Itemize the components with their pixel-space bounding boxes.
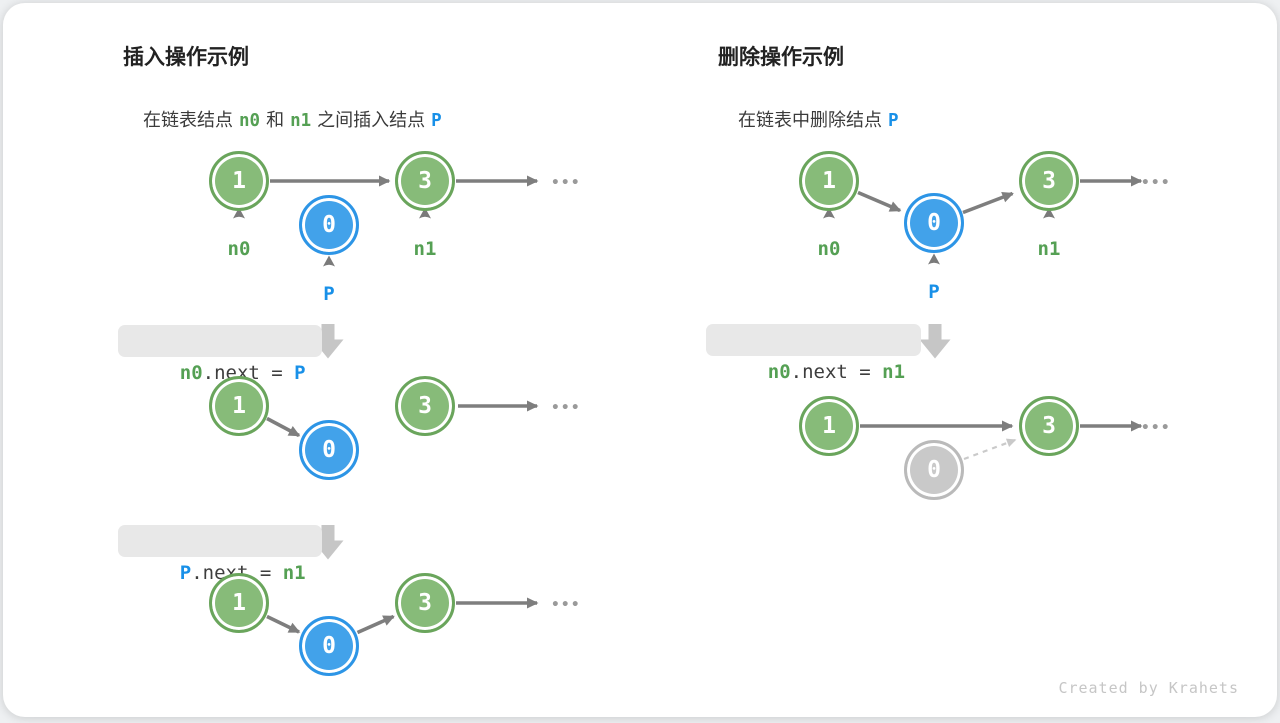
pointer-caret-icon [323,256,335,267]
p-ref: P [431,111,442,131]
delete-section-subtitle: 在链表中删除结点 P [718,84,905,157]
list-node-1: 1 [799,396,859,456]
ellipsis: ••• [551,598,581,612]
subtitle-text: 在链表结点 [143,110,233,130]
ellipsis: ••• [551,176,581,190]
insert-section-subtitle: 在链表结点 n0 和 n1 之间插入结点 P [123,84,448,157]
code-label-insert-step2: P.next = n1 [118,525,322,557]
code-var: n1 [283,562,306,584]
list-node-3: 3 [395,151,455,211]
diagram-card: 插入操作示例 在链表结点 n0 和 n1 之间插入结点 P 1 3 0 ••• n0 n1… [3,3,1277,717]
code-label-delete-step1: n0.next = n1 [706,324,921,356]
subtitle-text: 在链表中删除结点 [738,110,882,130]
subtitle-text: 之间插入结点 [317,110,425,130]
pointer-label-p: P [928,282,939,302]
list-node-p: 0 [299,420,359,480]
arrow-insert3-1-to-0 [267,617,299,633]
ellipsis: ••• [1141,421,1171,435]
code-var: n0 [180,362,203,384]
list-node-p: 0 [904,193,964,253]
list-node-p: 0 [299,195,359,255]
down-block-arrow-icon [920,324,951,359]
list-node-3: 3 [1019,151,1079,211]
pointer-label-n1: n1 [414,239,437,259]
code-label-insert-step1: n0.next = P [118,325,322,357]
ellipsis: ••• [1141,176,1171,190]
list-node-3: 3 [1019,396,1079,456]
arrow-insert2-1-to-0 [267,419,299,436]
code-op: .next = [791,361,883,383]
list-node-1: 1 [209,573,269,633]
code-var: n0 [768,361,791,383]
arrow-delete-1-to-0 [858,193,900,211]
n1-ref: n1 [290,111,311,131]
code-var: n1 [882,361,905,383]
ellipsis: ••• [551,401,581,415]
arrow-delete-0-to-3 [963,194,1013,213]
list-node-1: 1 [209,376,269,436]
dashed-arrow-removed-0-to-3 [964,440,1015,459]
list-node-3: 3 [395,376,455,436]
insert-section-title: 插入操作示例 [123,45,249,71]
subtitle-text: 和 [266,110,284,130]
list-node-3: 3 [395,573,455,633]
n0-ref: n0 [239,111,260,131]
pointer-label-n1: n1 [1038,239,1061,259]
pointer-label-n0: n0 [228,239,251,259]
watermark-credit: Created by Krahets [1058,679,1239,697]
pointer-label-p: P [323,284,334,304]
code-var: P [294,362,305,384]
list-node-removed: 0 [904,440,964,500]
list-node-1: 1 [209,151,269,211]
arrow-insert3-0-to-3 [358,617,394,633]
pointer-label-n0: n0 [818,239,841,259]
list-node-p: 0 [299,616,359,676]
pointer-caret-icon [928,254,940,265]
p-ref: P [888,111,899,131]
code-var: P [180,562,191,584]
delete-section-title: 删除操作示例 [718,45,844,71]
list-node-1: 1 [799,151,859,211]
